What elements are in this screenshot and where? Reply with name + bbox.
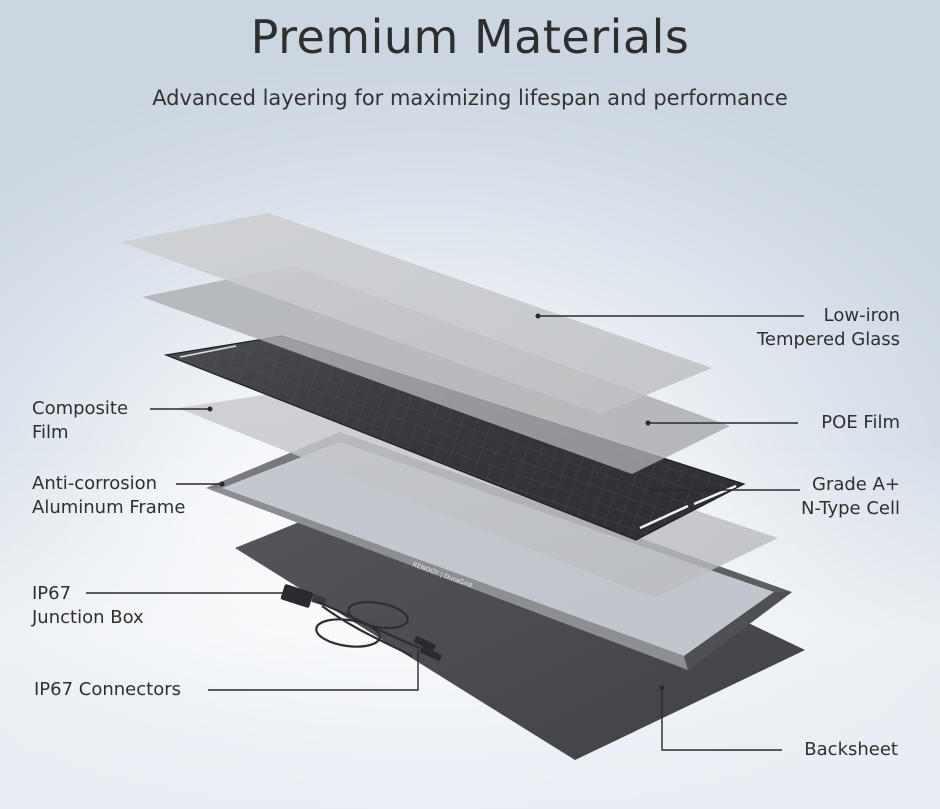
label-composite-line2: Film [32,422,69,443]
label-cell-line2: N-Type Cell [800,498,900,519]
ip67-connectors [413,636,442,661]
label-jbox-line1: IP67 [32,583,72,604]
label-glass-line1: Low-iron [823,305,900,326]
label-poe-film: POE Film [700,411,900,435]
cell-busbar-2 [693,484,737,506]
leader-lines [86,315,804,751]
label-ip67-connectors: IP67 Connectors [34,678,181,702]
page-title: Premium Materials [250,10,690,64]
cell-busbar-3 [179,345,237,358]
label-jbox-line2: Junction Box [32,607,144,628]
tempered-glass-layer [120,213,712,414]
leader-connectors [208,650,419,691]
page-subtitle: Advanced layering for maximizing lifespa… [152,86,788,110]
junction-box [280,584,327,608]
label-junction-box: IP67 Junction Box [32,582,144,630]
label-cell-line1: Grade A+ [812,474,900,495]
label-aluminum-frame: Anti-corrosion Aluminum Frame [32,472,185,520]
label-poe-text: POE Film [821,412,900,433]
label-frame-line2: Aluminum Frame [32,497,186,518]
label-glass-line2: Tempered Glass [756,329,900,350]
poe-film-layer [142,266,730,474]
label-frame-line1: Anti-corrosion [32,473,158,494]
label-tempered-glass: Low-iron Tempered Glass [700,304,900,352]
label-composite-film: Composite Film [32,397,128,445]
label-n-type-cell: Grade A+ N-Type Cell [700,473,900,521]
leader-dots [207,313,665,691]
composite-film-layer [178,386,778,598]
n-type-cell-layer [163,335,746,541]
label-backsheet: Backsheet [700,738,898,762]
cable-loops [315,600,421,657]
label-composite-line1: Composite [32,398,129,419]
aluminum-frame: RENOGY | DuraGrid [206,432,792,670]
label-connectors-text: IP67 Connectors [34,679,182,700]
cell-busbar-1 [639,504,689,530]
leader-backsheet [661,688,782,751]
label-backsheet-text: Backsheet [804,739,898,760]
